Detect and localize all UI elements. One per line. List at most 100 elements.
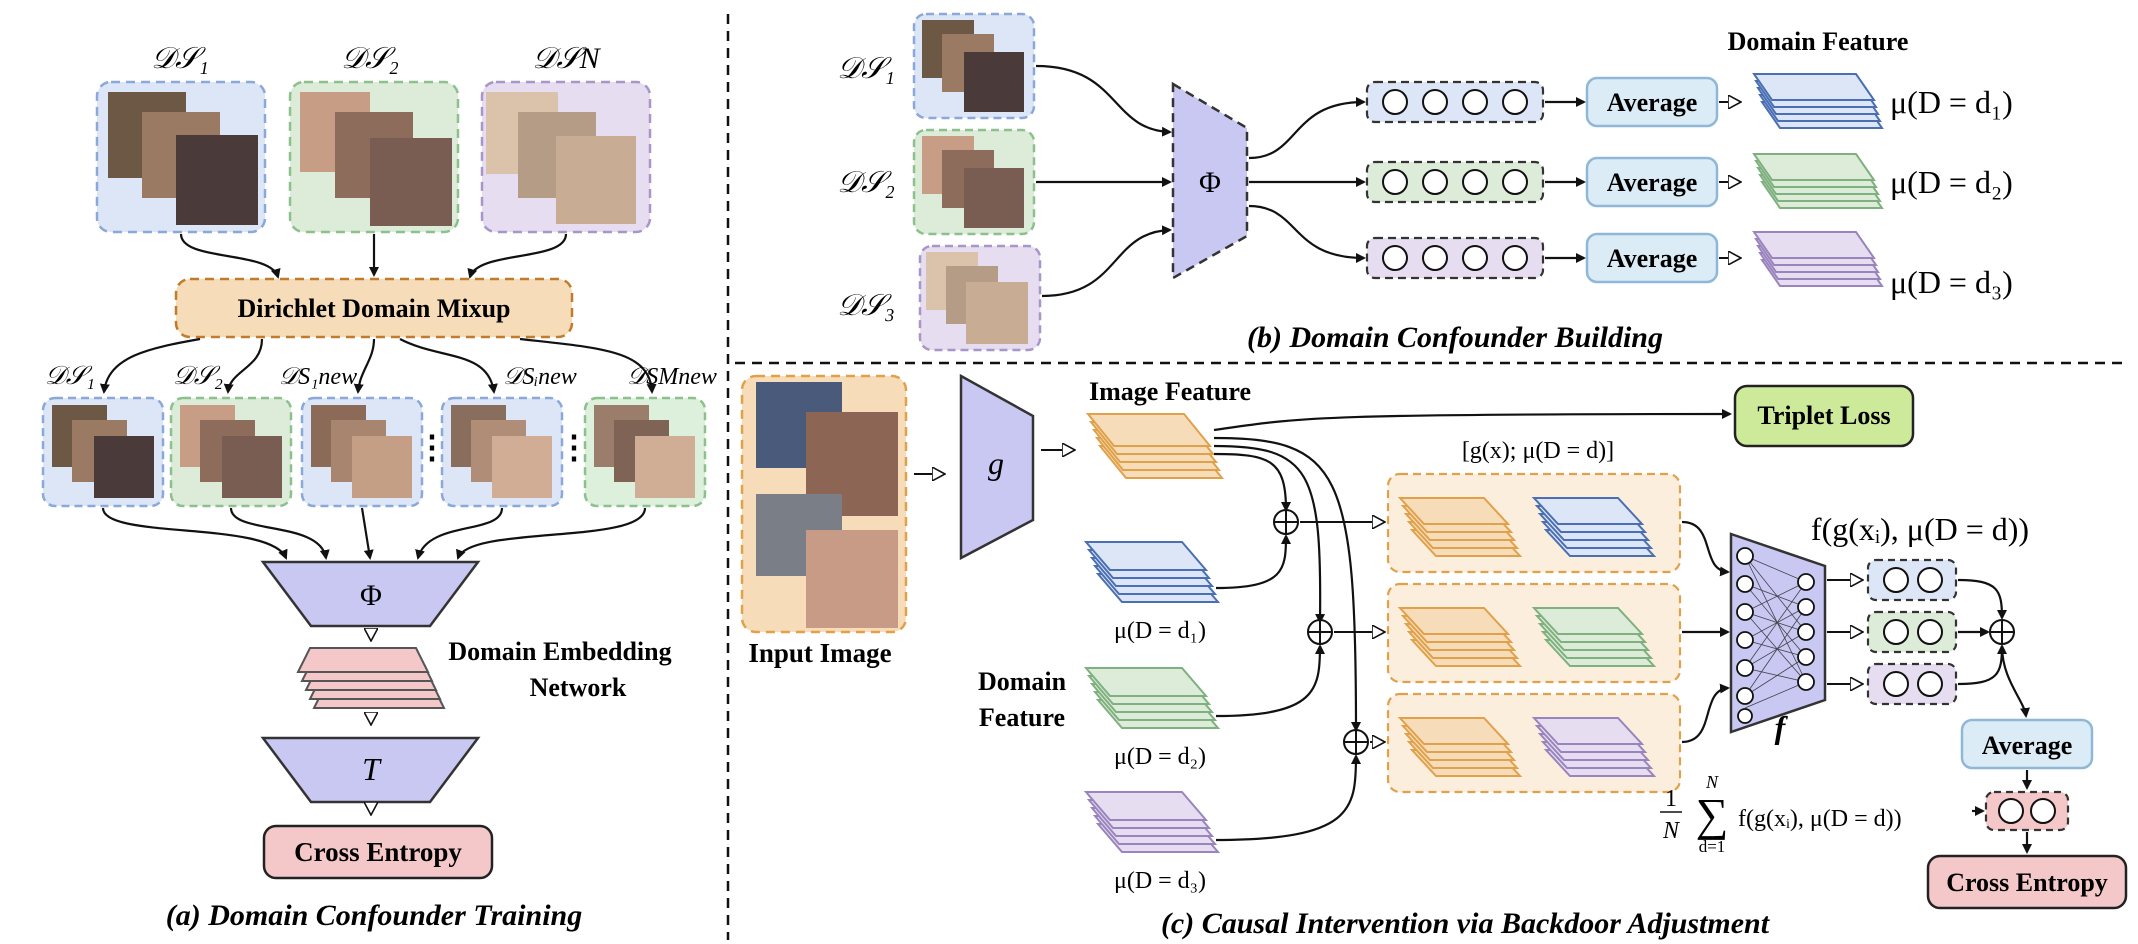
panel-a-mixed-box-5 [583,396,707,508]
panel-c-plus-3 [1343,729,1369,755]
panel-c-average-label: Average [1982,731,2072,760]
panel-b-feature-row-1 [1365,80,1545,124]
panel-c-f-network [1729,532,1827,734]
panel-a-phi-encoder [260,560,481,628]
panel-b-arrow-in-1 [1035,64,1172,137]
panel-c-output-3 [1866,662,1958,706]
panel-a-mixed-label-3: 𝒟S₁new [279,364,357,390]
panel-a-arrow-from-mixup-4 [399,338,498,394]
panel-a-arrow-to-phi-1 [101,507,288,560]
panel-a-source-box-n [480,80,652,234]
panel-c-sum-frac-top: 1 [1665,786,1677,812]
panel-b-source-box-1 [912,12,1036,120]
panel-a-embedding-label-1: Domain Embedding [448,637,671,666]
panel-c-sum-lower: d=1 [1699,837,1726,856]
panel-b-feature-row-2 [1365,160,1545,204]
panel-a-mixed-box-1 [41,396,165,508]
panel-c-branch-2 [1213,444,1326,624]
panel-c-output-1 [1866,558,1958,602]
panel-c-branch-1 [1213,452,1291,512]
panel-c-concat-label: [g(x); μ(D = d)] [1462,438,1614,464]
panel-c-g-backbone [959,373,1035,561]
panel-c-branch-3 [1213,436,1361,732]
panel-c-image-feature-label: Image Feature [1089,377,1251,406]
panel-b: 𝒟𝒮₁ 𝒟𝒮₂ 𝒟𝒮₃ Φ [837,12,2013,354]
panel-a-arrow-from-mixup-3 [353,338,376,394]
panel-a-t-symbol: T [362,751,382,787]
panel-a-mixed-box-2 [169,396,293,508]
panel-c: Input Image g Image Feature Triplet Loss [740,373,2128,940]
panel-b-average-label-3: Average [1607,244,1697,273]
panel-c-plus-1 [1273,509,1299,535]
panel-a-mixup-box [174,277,574,339]
panel-c-arrow-to-average [2000,645,2030,718]
panel-a-arrow-to-phi-2 [229,507,330,560]
panel-b-average-label-1: Average [1607,88,1697,117]
panel-a-mixed-label-2: 𝒟𝒮₂ [173,361,223,390]
panel-a-cross-entropy-label: Cross Entropy [294,837,462,867]
panel-a-phi-symbol: Φ [360,579,382,612]
panel-b-domain-stack-3 [1752,231,1884,287]
panel-a-arrow-to-phi-4 [415,507,504,560]
panel-b-output-2: μ(D = d₂) [1890,164,2013,200]
panel-c-domain-arrow-2 [1215,644,1325,718]
panel-b-domain-stack-1 [1752,73,1884,129]
panel-b-domain-feature-header: Domain Feature [1728,27,1909,56]
panel-a-source-label-2: 𝒟𝒮₂ [341,42,399,75]
panel-c-concat-box-1 [1386,472,1682,574]
panel-c-image-feature-stack [1085,413,1225,479]
panel-a-source-box-1 [95,80,267,234]
panel-b-title: (b) Domain Confounder Building [1247,321,1663,354]
panel-b-arrow-out-3 [1248,204,1366,263]
panel-c-sum-upper: N [1705,772,1719,792]
panel-a-arrow-to-mixup-n [467,233,568,279]
panel-a-source-box-2 [288,80,460,234]
panel-b-average-box-1 [1585,76,1719,128]
panel-c-cross-entropy-box [1926,854,2128,910]
panel-b-average-label-2: Average [1607,168,1697,197]
panel-a-arrow-to-phi-5 [456,507,647,560]
panel-b-output-3: μ(D = d₃) [1890,264,2013,300]
panel-c-g-symbol: g [988,445,1004,481]
panel-a-arrow-to-mixup-1 [179,233,281,279]
panel-b-average-box-3 [1585,232,1719,284]
panel-b-arrow-in-3 [1041,225,1172,298]
panel-c-concat-box-2 [1386,582,1682,684]
panel-c-domain-label-2: μ(D = d₂) [1114,744,1206,770]
panel-a-embedding-stack [296,647,446,709]
panel-c-domain-arrow-3 [1215,754,1361,842]
panel-b-arrow-out-1 [1248,97,1366,160]
panel-c-output-2 [1866,610,1958,654]
panel-c-f-symbol: f [1775,709,1789,745]
panel-c-triplet-box [1733,384,1915,448]
panel-a-arrow-from-mixup-1 [99,337,201,394]
panel-c-arrow-sum-3 [1957,644,2007,686]
panel-c-domain-arrow-1 [1215,534,1291,590]
panel-a-embedding-label-2: Network [530,673,627,702]
panel-a-mixed-label-4: 𝒟Sᵢnew [503,364,577,390]
panel-b-source-label-2: 𝒟𝒮₂ [837,166,895,199]
panel-c-domain-stack-1 [1083,541,1221,603]
panel-a-arrow-from-mixup-2 [223,338,264,394]
panel-c-domain-feature-label-2: Feature [979,703,1065,732]
panel-a-title: (a) Domain Confounder Training [166,899,582,932]
panel-a: 𝒟𝒮₁ 𝒟𝒮₂ 𝒟𝒮N Dirichlet Domain Mixup [41,42,717,932]
panel-b-average-box-2 [1585,156,1719,208]
panel-c-arrow-sum-1 [1957,578,2007,620]
panel-c-domain-label-1: μ(D = d₁) [1114,618,1206,644]
panel-c-title: (c) Causal Intervention via Backdoor Adj… [1161,907,1771,940]
panel-c-domain-stack-3 [1083,791,1221,853]
panel-c-domain-label-3: μ(D = d₃) [1114,868,1206,894]
panel-c-sum-sign: ∑ [1696,789,1729,840]
panel-c-plus-2 [1307,619,1333,645]
panel-a-mixup-label: Dirichlet Domain Mixup [238,294,511,323]
panel-b-source-box-2 [912,128,1036,236]
panel-c-average-box [1960,718,2094,770]
panel-a-mixed-box-4 [440,396,564,508]
panel-c-sum-frac-bottom: N [1662,818,1681,844]
panel-a-mixed-label-1: 𝒟𝒮₁ [45,361,95,390]
panel-a-source-label-n: 𝒟𝒮N [532,42,601,75]
panel-b-domain-stack-2 [1752,153,1884,209]
panel-c-input-label: Input Image [748,638,891,668]
